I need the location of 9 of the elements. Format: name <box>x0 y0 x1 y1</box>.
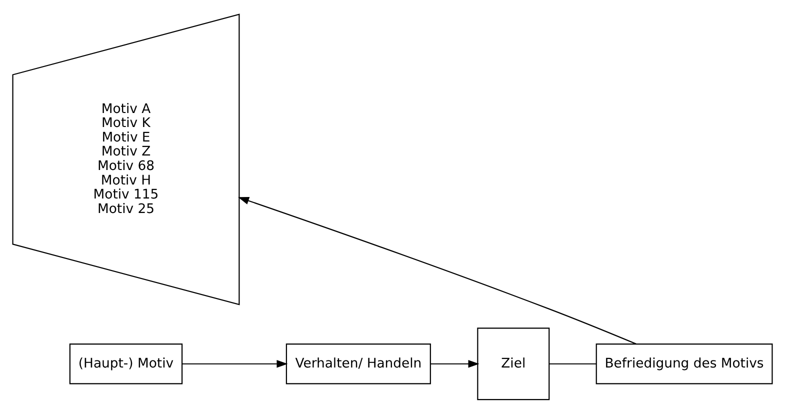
arrow <box>238 197 636 344</box>
node-box: Motiv A Motiv K Motiv E Motiv Z Motiv 68 Motiv H Motiv 115 Motiv 25 <box>12 14 240 306</box>
node-box: Ziel <box>477 328 550 400</box>
connector <box>549 363 596 364</box>
node-box: Verhalten/ Handeln <box>286 344 431 384</box>
arrow <box>182 360 288 368</box>
node-box: (Haupt-) Motiv <box>69 344 183 384</box>
node-box: Befriedigung des Motivs <box>596 344 773 384</box>
arrow <box>430 360 480 368</box>
